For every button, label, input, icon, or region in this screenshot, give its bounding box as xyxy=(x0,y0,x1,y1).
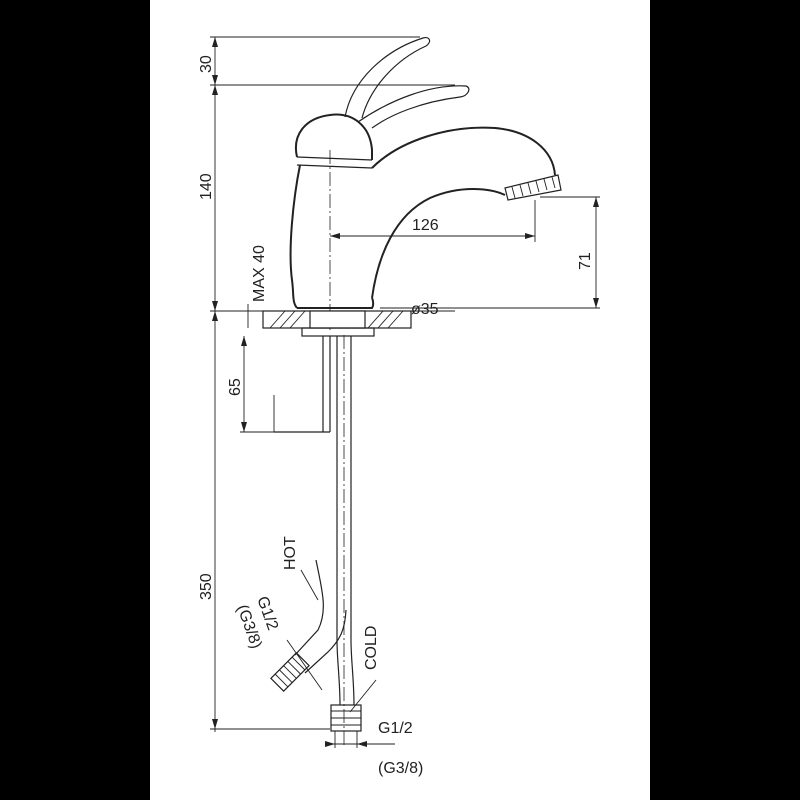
left-dimension-lines xyxy=(210,36,455,732)
drawing-sheet xyxy=(150,0,650,800)
spout-dimensions xyxy=(330,196,600,309)
shank-and-hoses xyxy=(240,336,395,748)
dim-spout-reach: 126 xyxy=(412,217,439,234)
label-cold-thread: G1/2 xyxy=(378,720,413,737)
label-cold: COLD xyxy=(363,626,380,670)
handle-lever xyxy=(344,37,470,129)
dim-body-height: 140 xyxy=(198,173,215,200)
dimension-labels: 30 140 126 71 MAX 40 ø35 65 350 HOT COLD… xyxy=(198,55,594,777)
dim-counter-thickness: MAX 40 xyxy=(251,245,268,302)
dim-spout-height: 71 xyxy=(577,252,594,270)
label-hot: HOT xyxy=(282,536,299,570)
dim-base-diameter: ø35 xyxy=(411,301,439,318)
label-cold-thread-alt: (G3/8) xyxy=(378,760,423,777)
dim-hose-length: 350 xyxy=(198,573,215,600)
counter-plate xyxy=(247,304,455,337)
dim-handle-lift: 30 xyxy=(198,55,215,73)
dim-shank-length: 65 xyxy=(227,378,244,396)
faucet-body xyxy=(289,113,562,309)
